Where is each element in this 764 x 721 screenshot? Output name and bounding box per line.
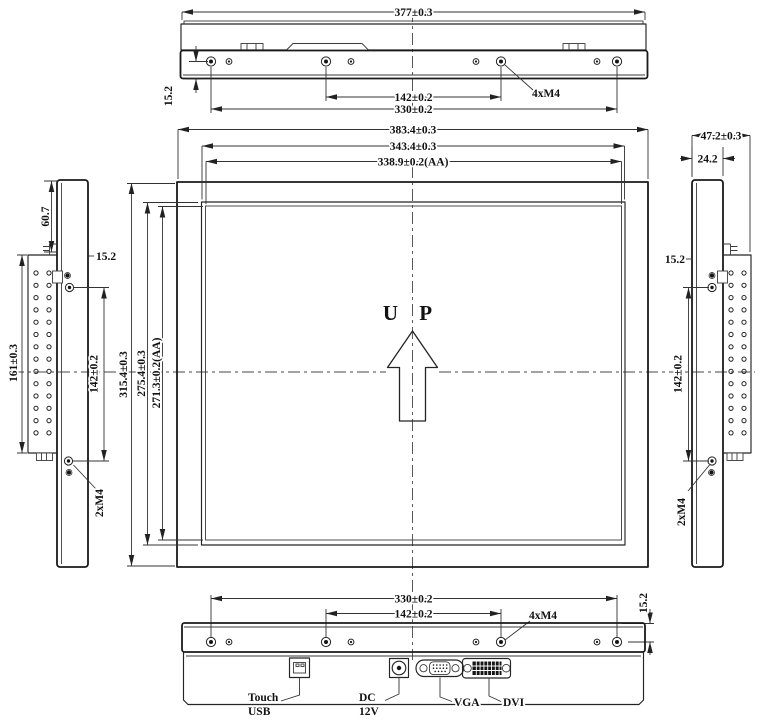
bottom-dimensions: 330±0.2 142±0.2 4xM4 15.2 bbox=[210, 591, 654, 655]
vent-holes-column bbox=[46, 270, 52, 436]
dim-right-depth: 47.2±0.3 bbox=[701, 131, 742, 143]
dc-power-port bbox=[384, 657, 410, 701]
dim-top-width: 377±0.3 bbox=[395, 7, 433, 19]
dim-left-edge: 15.2 bbox=[96, 251, 116, 263]
dim-front-mid-width: 343.4±0.3 bbox=[390, 141, 437, 153]
up-orientation-label: U P bbox=[383, 301, 440, 325]
right-top-clip bbox=[723, 243, 738, 255]
dim-bottom-hole-pitch: 142±0.2 bbox=[395, 609, 433, 621]
up-arrow bbox=[386, 330, 439, 422]
dim-front-outer-height: 315.4±0.3 bbox=[118, 351, 130, 398]
mounting-hole bbox=[320, 56, 332, 67]
dim-left-hole-pitch: 142±0.2 bbox=[89, 355, 101, 393]
bottom-view: 330±0.2 142±0.2 4xM4 15.2 bbox=[181, 591, 654, 720]
right-notch bbox=[717, 270, 728, 284]
screw-hole bbox=[64, 282, 75, 293]
left-side-view: 60.7 15.2 161±0.3 142±0.2 2xM4 bbox=[6, 179, 118, 568]
mounting-hole bbox=[472, 638, 480, 646]
vga-label: VGA bbox=[454, 697, 480, 709]
mounting-hole bbox=[225, 58, 233, 65]
usb-port bbox=[280, 657, 311, 702]
dim-right-edge: 15.2 bbox=[665, 254, 685, 266]
front-height-dimensions: 315.4±0.3 275.4±0.3 271.3±0.2(AA) bbox=[116, 183, 203, 567]
right-bottom-connector bbox=[726, 452, 744, 461]
mounting-hole bbox=[495, 56, 507, 67]
mounting-hole bbox=[472, 58, 480, 65]
dim-top-edge: 15.2 bbox=[163, 86, 175, 106]
top-front-strip bbox=[179, 49, 649, 80]
label-bottom-screws: 4xM4 bbox=[529, 610, 557, 622]
centerlines bbox=[12, 10, 755, 660]
dc-label-line1: DC bbox=[359, 692, 376, 704]
right-dimensions: 47.2±0.3 24.2 15.2 142±0.2 2xM4 bbox=[663, 129, 751, 528]
front-view: 383.4±0.3 343.4±0.3 338.9±0.2(AA) 315.4±… bbox=[116, 123, 649, 568]
left-top-clip bbox=[43, 243, 57, 255]
screw-hole bbox=[708, 272, 716, 279]
top-handle bbox=[284, 43, 371, 51]
dim-top-hole-pitch: 142±0.2 bbox=[395, 92, 433, 104]
screw-hole bbox=[63, 456, 74, 466]
mounting-hole bbox=[347, 638, 355, 646]
vga-pins bbox=[432, 664, 448, 673]
label-right-screws: 2xM4 bbox=[676, 498, 688, 526]
dim-front-active-height: 271.3±0.2(AA) bbox=[151, 337, 163, 408]
dim-right-hole-pitch: 142±0.2 bbox=[673, 355, 685, 393]
usb-label-line1: Touch bbox=[248, 692, 279, 704]
dim-top-hole-span: 330±0.2 bbox=[395, 104, 433, 116]
dim-front-active-width: 338.9±0.2(AA) bbox=[378, 157, 449, 169]
screw-hole bbox=[65, 469, 73, 476]
mounting-hole bbox=[347, 58, 355, 65]
label-left-screws: 2xM4 bbox=[94, 489, 106, 517]
top-dimensions: 377±0.3 142±0.2 330±0.2 4xM4 15.2 bbox=[161, 5, 646, 118]
usb-label-line2: USB bbox=[248, 706, 271, 718]
dvi-port bbox=[461, 657, 512, 702]
screw-hole bbox=[707, 282, 717, 293]
top-view: 377±0.3 142±0.2 330±0.2 4xM4 15.2 bbox=[161, 5, 649, 118]
vent-holes-column bbox=[33, 270, 39, 436]
front-width-dimensions: 383.4±0.3 343.4±0.3 338.9±0.2(AA) bbox=[177, 123, 649, 204]
dvi-pin-block bbox=[472, 661, 502, 675]
dim-left-plate-height: 161±0.3 bbox=[8, 344, 20, 382]
mounting-hole bbox=[593, 638, 601, 646]
label-top-screws: 4xM4 bbox=[532, 88, 560, 100]
screw-hole bbox=[708, 469, 715, 476]
dim-bottom-edge: 15.2 bbox=[638, 593, 650, 613]
bottom-rear-body bbox=[182, 651, 645, 706]
vent-holes-column bbox=[728, 270, 734, 436]
dim-front-outer-width: 383.4±0.3 bbox=[390, 125, 437, 137]
mounting-hole bbox=[593, 58, 601, 65]
dvi-label: DVI bbox=[503, 697, 525, 709]
front-panel-opening bbox=[200, 201, 626, 546]
dim-bottom-hole-span: 330±0.2 bbox=[395, 594, 433, 606]
mounting-hole bbox=[225, 638, 233, 646]
vent-holes-column bbox=[741, 270, 747, 436]
mounting-hole bbox=[320, 636, 332, 648]
top-body bbox=[180, 23, 647, 51]
left-bottom-connector bbox=[36, 452, 53, 461]
screw-hole bbox=[64, 272, 71, 279]
mounting-hole bbox=[495, 636, 507, 648]
front-active-area bbox=[205, 205, 622, 541]
left-vent-plate bbox=[27, 254, 58, 454]
right-side-view: 47.2±0.3 24.2 15.2 142±0.2 2xM4 bbox=[663, 129, 752, 568]
dim-left-offset: 60.7 bbox=[40, 206, 52, 226]
dim-front-mid-height: 275.4±0.3 bbox=[136, 350, 148, 397]
left-dimensions: 60.7 15.2 161±0.3 142±0.2 2xM4 bbox=[6, 180, 118, 519]
mounting-hole bbox=[611, 636, 623, 648]
vga-port bbox=[415, 659, 465, 702]
front-outer-bezel bbox=[176, 181, 649, 568]
right-vent-plate bbox=[722, 254, 752, 454]
dim-right-front-depth: 24.2 bbox=[697, 154, 717, 166]
left-notch bbox=[52, 270, 63, 284]
dc-label-line2: 12V bbox=[359, 706, 380, 718]
mounting-hole bbox=[611, 56, 623, 67]
screw-hole bbox=[707, 456, 717, 466]
mounting-hole bbox=[205, 636, 217, 648]
